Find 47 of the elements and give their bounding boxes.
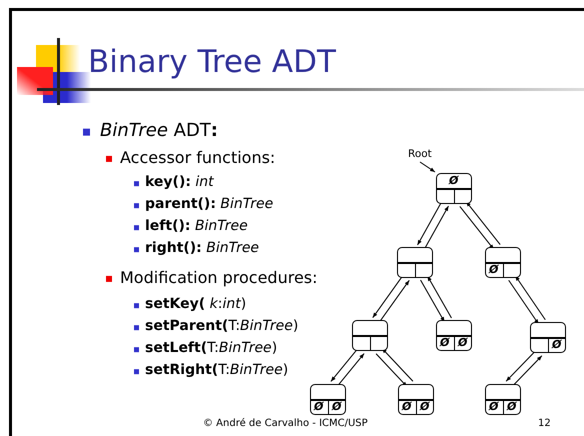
tree-node-box: [397, 247, 433, 278]
pointer-arrow: [508, 280, 540, 325]
tree-node-box: [485, 384, 521, 415]
pointer-arrow: [514, 275, 546, 320]
sub-bullet-text: Accessor functions:: [120, 148, 276, 167]
pointer-arrow: [466, 201, 501, 246]
tree-node-box: [310, 384, 346, 415]
root-label: Root: [408, 148, 432, 160]
tree-node-box: [485, 247, 521, 278]
list-item-text: right(): BinTree: [145, 240, 260, 256]
tree-node-box: [436, 173, 472, 204]
pointer-arrow: [378, 280, 410, 323]
pointer-arrow: [417, 202, 442, 246]
pointer-arrow: [372, 275, 404, 318]
tree-node-box: [530, 322, 566, 353]
pointer-arrow: [381, 348, 414, 382]
null-pointer-symbol: Ø: [489, 264, 498, 276]
tree-node-box: [352, 320, 388, 351]
pointer-arrow: [420, 162, 436, 172]
tree-node-box: [398, 384, 434, 415]
bullet-text: BinTree ADT:: [100, 120, 218, 141]
pointer-arrow: [426, 276, 452, 319]
null-pointer-symbol: Ø: [507, 401, 516, 413]
null-pointer-symbol: Ø: [458, 337, 468, 349]
list-item-text: setParent(T:BinTree): [145, 318, 298, 334]
null-pointer-symbol: Ø: [440, 337, 450, 349]
list-item-text: parent(): BinTree: [145, 196, 274, 212]
null-pointer-symbol: Ø: [314, 401, 324, 413]
null-pointer-symbol: Ø: [489, 401, 498, 413]
list-item-text: key(): int: [145, 174, 214, 190]
pointer-arrow: [459, 206, 494, 250]
null-pointer-symbol: Ø: [420, 401, 430, 413]
list-item-text: setKey( k:int): [145, 296, 246, 312]
title: Binary Tree ADT: [88, 44, 336, 80]
list-item-text: setRight(T:BinTree): [145, 362, 288, 378]
null-pointer-symbol: Ø: [552, 339, 562, 351]
pointer-arrow: [424, 205, 449, 250]
null-pointer-symbol: Ø: [402, 401, 412, 413]
page-number: 12: [538, 418, 551, 429]
list-item-text: setLeft(T:BinTree): [145, 340, 278, 356]
null-pointer-symbol: Ø: [449, 175, 458, 187]
pointer-arrow: [420, 279, 446, 322]
list-item-text: left(): BinTree: [145, 218, 248, 234]
tree-node-box: [436, 320, 472, 351]
null-pointer-symbol: Ø: [332, 401, 342, 413]
sub-bullet-text: Modification procedures:: [120, 268, 318, 287]
footer-text: © André de Carvalho - ICMC/USP: [203, 418, 368, 429]
